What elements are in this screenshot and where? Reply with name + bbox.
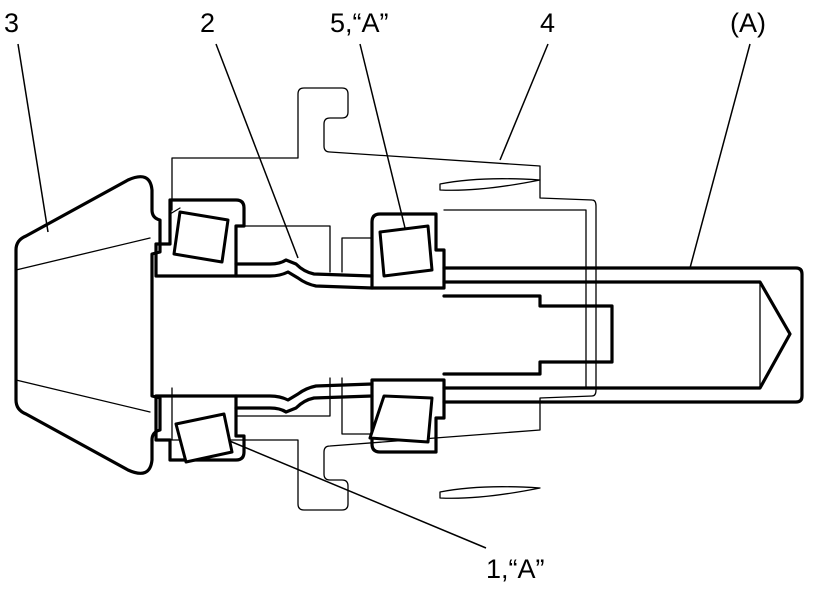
tool-inner	[442, 280, 792, 390]
callout-1-a: 1,“A”	[486, 554, 545, 584]
bearing-1-bottom-roller	[174, 412, 234, 464]
grease-groove-top	[439, 178, 541, 191]
leader-3	[17, 43, 49, 233]
bearing-1-top-roller	[172, 210, 230, 264]
tapered-adapter	[14, 175, 162, 475]
leader-4	[499, 43, 549, 161]
leader-lines	[17, 43, 751, 549]
leader-a-tool	[689, 43, 751, 269]
special-tool-a	[442, 266, 804, 404]
tool-shaft-step	[442, 294, 614, 376]
adapter-body	[14, 175, 162, 475]
bearing-5-top	[370, 212, 446, 290]
housing	[171, 87, 597, 511]
callout-5-a: 5,“A”	[330, 8, 389, 38]
bearing-1-top	[154, 198, 246, 278]
bearing-1-bottom	[154, 394, 246, 464]
bearing-5-bottom-roller	[368, 394, 434, 444]
bearing-1-bottom-race	[154, 394, 246, 462]
callout-4: 4	[540, 8, 555, 38]
spacer-2	[234, 258, 374, 414]
bearing-5-bottom	[368, 378, 446, 454]
bearing-5-top-roller	[378, 224, 434, 278]
housing-outline	[171, 87, 597, 511]
spacer-top-outer	[234, 258, 374, 278]
adapter-edge-top	[15, 237, 151, 271]
leader-2	[215, 43, 299, 259]
callout-a-tool: (A)	[730, 8, 766, 38]
grease-groove-bottom	[439, 486, 541, 499]
adapter-edge-bottom	[15, 379, 151, 413]
housing-inner-rib-top	[341, 237, 373, 273]
callout-3: 3	[4, 8, 19, 38]
bearing-1-top-race	[154, 198, 246, 278]
leader-5-a	[359, 43, 407, 233]
callout-2: 2	[200, 8, 215, 38]
bearing-1-top-cage	[169, 207, 181, 215]
leader-1-a	[207, 431, 487, 549]
bearing-5-bottom-race	[370, 378, 446, 454]
housing-inner-step-top	[235, 225, 331, 273]
housing-inner-step-bottom	[235, 377, 331, 417]
spacer-bottom-inner	[234, 394, 374, 414]
tool-outer	[442, 266, 804, 404]
bearing-5-top-race	[370, 212, 446, 290]
spacer-bottom-outer	[234, 382, 374, 402]
spacer-top-inner	[234, 270, 374, 290]
